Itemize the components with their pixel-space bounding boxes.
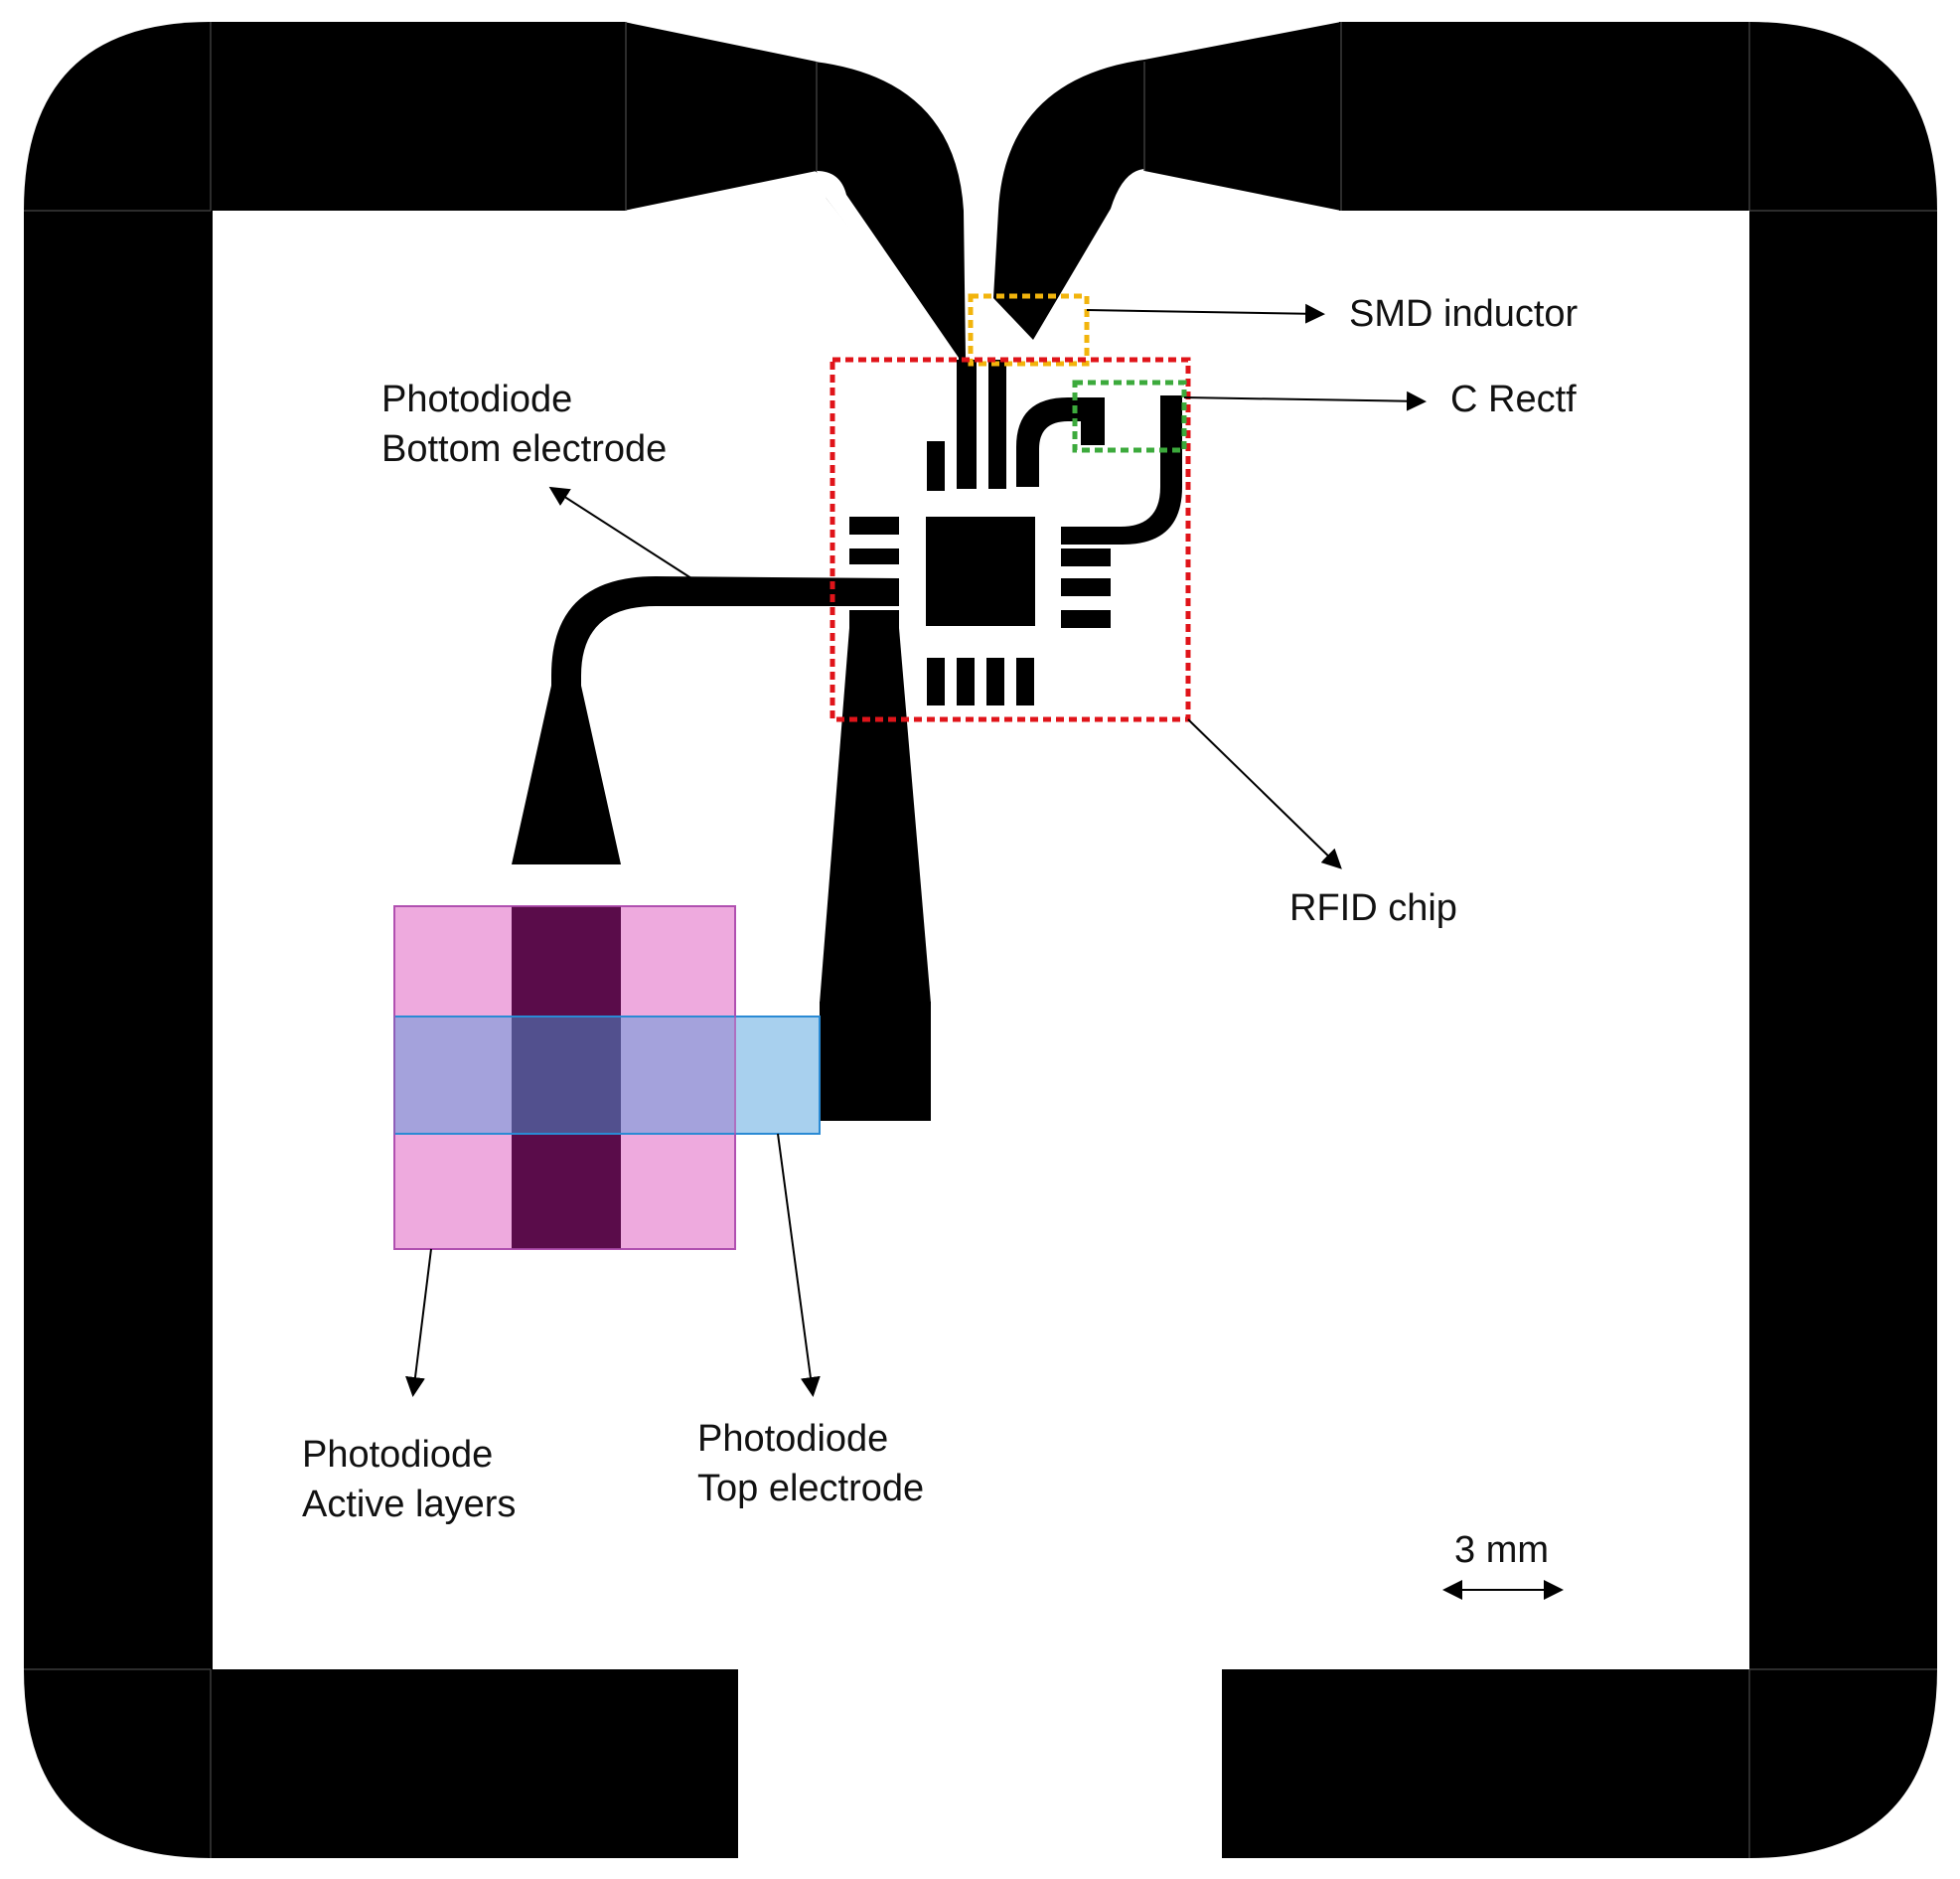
trace-top-electrode bbox=[820, 628, 931, 1004]
label-c-rectf: C Rectf bbox=[1450, 379, 1577, 420]
arrow-top-electrode bbox=[777, 1133, 821, 1397]
antenna-top-right-taper bbox=[1144, 22, 1341, 211]
arrow-smd-inductor bbox=[1086, 303, 1325, 324]
antenna-right-side bbox=[1749, 209, 1937, 1671]
label-top-electrode-line1: Photodiode bbox=[697, 1418, 888, 1460]
chip-pin-left-1 bbox=[849, 517, 899, 535]
antenna-top-left-taper bbox=[624, 22, 817, 211]
arrow-rfid-chip bbox=[1187, 718, 1342, 869]
antenna-bottom-left-segment bbox=[209, 1669, 738, 1858]
label-active-layers-line2: Active layers bbox=[302, 1484, 516, 1525]
trace-c-rectf-hook bbox=[1016, 397, 1105, 487]
chip-pin-bottom-3 bbox=[986, 658, 1004, 705]
antenna-coil bbox=[24, 22, 1937, 1858]
smd-inductor-highlight bbox=[968, 293, 1090, 367]
arrow-c-rectf bbox=[1183, 391, 1427, 411]
chip-top-pad-left bbox=[927, 441, 945, 491]
arrow-bottom-electrode bbox=[548, 486, 692, 579]
chip-pin-right-1 bbox=[1061, 548, 1111, 566]
antenna-bottom-right-segment bbox=[1222, 1669, 1751, 1858]
antenna-corner-top-left bbox=[24, 22, 211, 211]
overlap-all-layers bbox=[512, 1018, 621, 1133]
label-bottom-electrode-line2: Bottom electrode bbox=[381, 428, 667, 470]
label-active-layers-line1: Photodiode bbox=[302, 1434, 493, 1476]
chip-pin-bottom-1 bbox=[927, 658, 945, 705]
antenna-feed-left bbox=[813, 62, 966, 370]
label-scale-bar: 3 mm bbox=[1454, 1529, 1549, 1571]
photodiode bbox=[393, 905, 821, 1250]
chip-pin-bottom-2 bbox=[957, 658, 975, 705]
chip-pin-left-2 bbox=[849, 548, 899, 564]
rfid-chip-body bbox=[926, 517, 1035, 626]
top-electrode-contact-pad bbox=[820, 1002, 931, 1121]
overlap-active-top-left bbox=[395, 1018, 512, 1133]
antenna-feed-right bbox=[993, 60, 1144, 340]
chip-pin-right-3 bbox=[1061, 610, 1111, 628]
label-top-electrode-line2: Top electrode bbox=[697, 1468, 924, 1509]
antenna-top-left-segment bbox=[211, 22, 626, 211]
label-smd-inductor: SMD inductor bbox=[1349, 293, 1579, 335]
trace-right-feed bbox=[988, 360, 1006, 489]
trace-bottom-electrode bbox=[512, 576, 899, 864]
chip-pin-left-4 bbox=[849, 610, 899, 628]
c-rectf-highlight bbox=[1072, 380, 1187, 453]
arrow-active-layers bbox=[405, 1248, 432, 1397]
rfid-chip-highlight bbox=[829, 357, 1191, 722]
antenna-corner-bottom-left bbox=[24, 1669, 211, 1858]
label-bottom-electrode-line1: Photodiode bbox=[381, 379, 572, 420]
label-rfid-chip: RFID chip bbox=[1289, 887, 1457, 929]
antenna-left-side bbox=[24, 209, 213, 1671]
antenna-corner-top-right bbox=[1749, 22, 1937, 211]
trace-c-rectf-right bbox=[1061, 395, 1182, 545]
chip-pin-bottom-4 bbox=[1016, 658, 1034, 705]
chip-pin-right-2 bbox=[1061, 578, 1111, 596]
antenna-top-right-segment bbox=[1339, 22, 1751, 211]
overlap-active-top-right bbox=[621, 1018, 734, 1133]
antenna-corner-bottom-right bbox=[1749, 1669, 1937, 1858]
trace-left-feed bbox=[957, 360, 977, 489]
